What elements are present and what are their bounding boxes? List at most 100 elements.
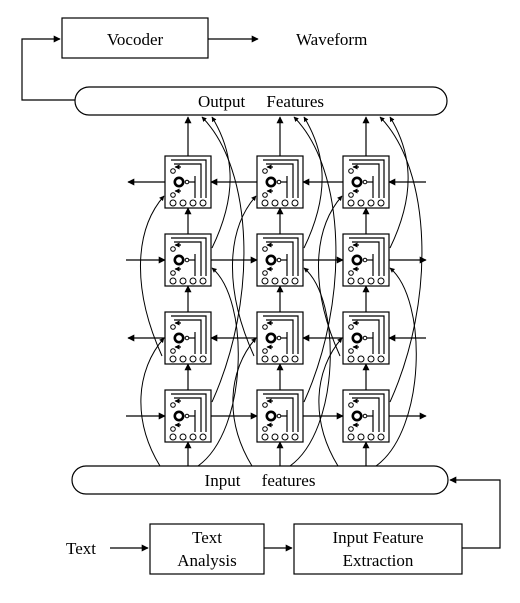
cell-inner-loop bbox=[174, 319, 202, 354]
gate-node bbox=[357, 355, 365, 363]
skip-curve bbox=[140, 195, 165, 357]
gate-node bbox=[170, 192, 176, 198]
cell-core bbox=[265, 332, 277, 344]
cell-inner-loop bbox=[174, 397, 202, 432]
gate-node bbox=[170, 402, 176, 408]
gate-node bbox=[199, 277, 207, 285]
lstm-cell bbox=[342, 155, 390, 209]
waveform-label: Waveform bbox=[296, 30, 367, 49]
skip-curve bbox=[197, 267, 239, 467]
lstm-cell bbox=[164, 311, 212, 365]
cell-inner-loop bbox=[174, 163, 202, 198]
gate-node bbox=[367, 277, 375, 285]
gate-node bbox=[357, 199, 365, 207]
gate-node bbox=[169, 433, 177, 441]
skip-curve bbox=[201, 116, 245, 403]
cell-core bbox=[351, 410, 363, 422]
gate-node bbox=[170, 168, 176, 174]
cell-inner-loop bbox=[266, 241, 294, 276]
lstm-cell bbox=[164, 155, 212, 209]
recurrent-connections bbox=[140, 116, 423, 467]
gate-node bbox=[348, 246, 354, 252]
gate-node bbox=[291, 199, 299, 207]
lstm-cell bbox=[256, 155, 304, 209]
skip-curve bbox=[211, 116, 231, 249]
gate-node bbox=[262, 270, 268, 276]
gate-node bbox=[184, 179, 190, 185]
cell-core bbox=[173, 254, 185, 266]
feature-extraction-line2: Extraction bbox=[343, 551, 414, 570]
cell-core bbox=[265, 410, 277, 422]
horizontal-connections bbox=[126, 116, 427, 466]
cell-inner-loop bbox=[263, 237, 299, 276]
gate-node bbox=[347, 199, 355, 207]
input-features-label: Input features bbox=[205, 471, 316, 490]
cell-inner-loop bbox=[349, 237, 385, 276]
gate-node bbox=[261, 277, 269, 285]
gate-node bbox=[362, 413, 368, 419]
gate-node bbox=[347, 433, 355, 441]
gate-node bbox=[271, 433, 279, 441]
gate-node bbox=[189, 199, 197, 207]
gate-node bbox=[348, 426, 354, 432]
gate-node bbox=[281, 355, 289, 363]
vocoder-label: Vocoder bbox=[107, 30, 164, 49]
gate-node bbox=[262, 246, 268, 252]
gate-node bbox=[357, 433, 365, 441]
gate-node bbox=[170, 348, 176, 354]
gate-node bbox=[271, 277, 279, 285]
cell-inner-loop bbox=[171, 159, 207, 198]
skip-curve bbox=[140, 337, 165, 467]
lstm-cell bbox=[256, 311, 304, 365]
cell-inner-loop bbox=[352, 241, 380, 276]
lstm-cell bbox=[164, 389, 212, 443]
gate-node bbox=[169, 355, 177, 363]
gate-node bbox=[367, 433, 375, 441]
feature-extraction-box bbox=[293, 523, 463, 575]
gate-node bbox=[291, 433, 299, 441]
gate-node bbox=[367, 199, 375, 207]
skip-curve bbox=[293, 116, 337, 403]
gate-node bbox=[362, 335, 368, 341]
gate-node bbox=[291, 355, 299, 363]
cell-inner-loop bbox=[171, 315, 207, 354]
cell-core bbox=[351, 176, 363, 188]
gate-node bbox=[377, 355, 385, 363]
gate-node bbox=[170, 324, 176, 330]
gate-node bbox=[362, 179, 368, 185]
gate-node bbox=[377, 199, 385, 207]
skip-curve bbox=[232, 337, 257, 467]
gate-node bbox=[362, 257, 368, 263]
output-features-band bbox=[74, 86, 448, 116]
skip-curve bbox=[375, 267, 417, 467]
cell-core bbox=[351, 332, 363, 344]
lstm-cell bbox=[164, 233, 212, 287]
gate-node bbox=[262, 426, 268, 432]
gate-node bbox=[276, 335, 282, 341]
gate-node bbox=[276, 179, 282, 185]
gate-node bbox=[179, 355, 187, 363]
gate-node bbox=[262, 168, 268, 174]
gate-node bbox=[261, 433, 269, 441]
cell-inner-loop bbox=[263, 393, 299, 432]
skip-curve bbox=[318, 195, 343, 357]
gate-node bbox=[271, 355, 279, 363]
cell-inner-loop bbox=[352, 319, 380, 354]
gate-node bbox=[348, 168, 354, 174]
gate-node bbox=[179, 433, 187, 441]
gate-node bbox=[184, 335, 190, 341]
gate-node bbox=[377, 433, 385, 441]
text-analysis-box bbox=[149, 523, 265, 575]
cell-inner-loop bbox=[174, 241, 202, 276]
gate-node bbox=[184, 413, 190, 419]
gate-node bbox=[348, 324, 354, 330]
gate-node bbox=[262, 402, 268, 408]
output-to-vocoder-arrow bbox=[21, 35, 78, 101]
gate-node bbox=[276, 413, 282, 419]
lstm-cell bbox=[342, 389, 390, 443]
lstm-cell bbox=[342, 233, 390, 287]
gate-node bbox=[199, 199, 207, 207]
gate-node bbox=[184, 257, 190, 263]
cell-inner-loop bbox=[349, 393, 385, 432]
